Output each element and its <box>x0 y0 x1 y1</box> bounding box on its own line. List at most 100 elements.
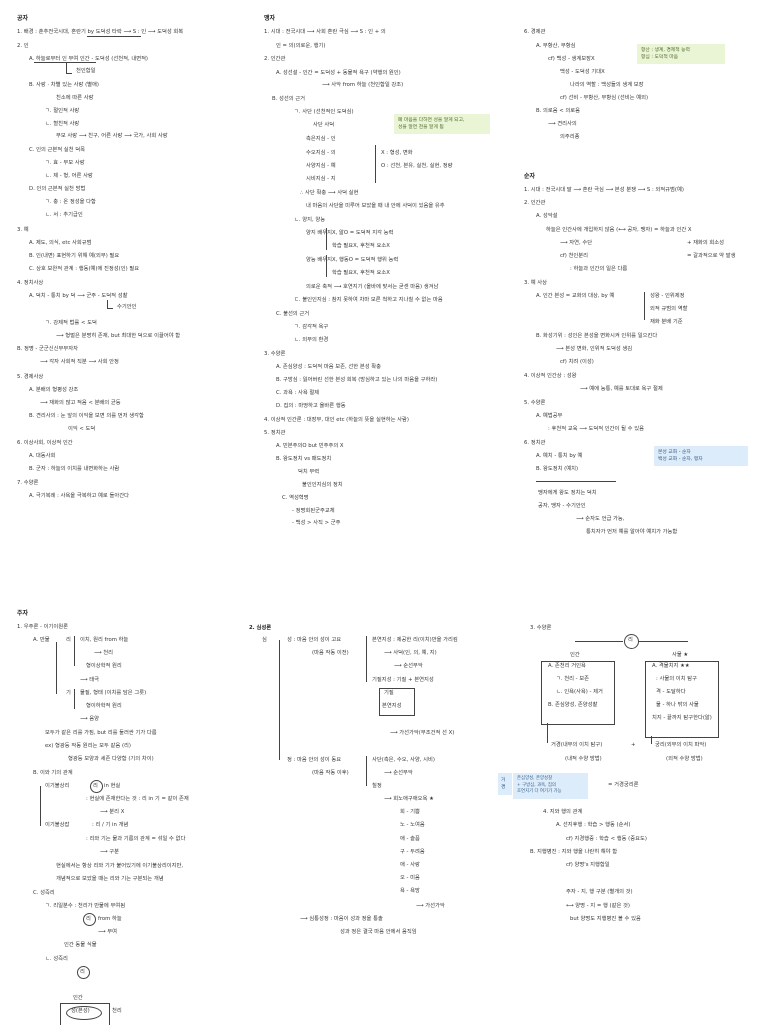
note-line: 6. 이상사회, 이상적 인간 <box>17 440 73 446</box>
note-line: 기질 <box>384 690 394 696</box>
note-line: 백성 - 도덕성 기대X <box>560 69 605 75</box>
note-line: ㄱ. 절인적 사랑 <box>45 108 80 114</box>
sticky-note-tag: 거 경 <box>498 773 512 796</box>
note-line: B. 인(내면) 표현하기 위해 예(외부) 필요 <box>29 253 120 259</box>
note-line: 3. 수양론 <box>264 351 286 357</box>
note-line: C. 성즉리 <box>33 890 55 896</box>
note-line: ⟶ 순선무악 <box>394 663 423 669</box>
section-title: 3. 수양론 <box>530 625 552 631</box>
note-line: (마음 작동 이전) <box>312 650 349 656</box>
sticky-note-line: 경 <box>501 785 506 791</box>
section-title: 공자 <box>17 15 29 22</box>
note-line: 리 <box>66 637 71 643</box>
note-line: ㄴ. 양지, 양능 <box>294 217 326 223</box>
sticky-note-line: + 구방심, 과욕, 집의 <box>517 782 556 788</box>
note-line: B. 존심양성, 존양성찰 <box>548 702 598 708</box>
note-line: 외적 규범의 역할 <box>650 306 688 312</box>
note-line: 인간 동물 식물 <box>64 942 97 948</box>
note-line: 하늘은 인간사에 개입하지 않음 (⟷ 공자, 맹자) = 하늘과 인간 X <box>546 227 692 233</box>
sticky-note: 존심양성, 존양성찰 + 구방심, 과욕, 집의 호연지기 다 여기가 가능 <box>513 773 588 799</box>
note-line: A. 성악설 <box>536 213 558 219</box>
note-line: 부모 사랑 ⟶ 친구, 어른 사랑 ⟶ 국가, 사회 사랑 <box>56 133 168 139</box>
note-line: 거경(내부의 이치 탐구) <box>551 742 603 748</box>
note-line: ⟶ 가선가악(무조건적 선 X) <box>390 730 455 736</box>
note-line: B. 군자 : 하늘의 이치를 내면화하는 사람 <box>29 466 120 472</box>
note-line: ∴ 사단 확충 ⟶ 사덕 실현 <box>300 190 359 196</box>
note-line: 애 - 사랑 <box>400 862 420 868</box>
note-line: 3. 예 <box>17 227 29 233</box>
note-line: ⟶ 순선무악 <box>384 770 413 776</box>
note-line: 이기불상잡 <box>45 822 70 828</box>
note-line: 구 - 두려움 <box>400 849 425 855</box>
note-line: 사단(측은, 수오, 사양, 시비) <box>372 757 435 763</box>
note-line: 이기불상리 <box>45 783 70 789</box>
note-line: A. 존천리 거인욕 <box>548 663 586 669</box>
note-line: ㄴ. 제 - 형, 어른 사랑 <box>45 173 93 179</box>
note-line: 4. 정치사상 <box>17 280 44 286</box>
note-line: 격 - 도달하다 <box>656 689 686 695</box>
note-line: ⟶ 가선가악 <box>416 903 445 909</box>
note-line: 애 - 슬픔 <box>400 836 420 842</box>
section-title: 맹자 <box>264 15 276 22</box>
note-line: : 리와 기는 물과 기름의 관계 = 섞일 수 없다 <box>86 836 186 842</box>
note-line: X : 형성, 변화 <box>381 150 413 156</box>
note-line: D. 인의 근본적 실천 방법 <box>29 186 86 192</box>
note-line: B. 견리사의 : 눈 앞의 이익을 보면 의를 먼저 생각함 <box>29 413 144 419</box>
note-line: = 거경궁리론 <box>608 782 639 788</box>
note-line: 형이상학적 원리 <box>86 663 122 669</box>
note-line: 측은지심 - 인 <box>306 136 336 142</box>
note-line: : 현실에 존재한다는 것 : 리 in 기 = 같이 존재 <box>86 796 189 802</box>
sticky-note-line: 백성 교화 - 순자, 맹자 <box>658 457 703 463</box>
note-line: 불인인지심의 정치 <box>302 482 343 488</box>
note-line: 성과 정은 결국 마음 안에서 움직임 <box>340 929 417 935</box>
note-line: ex) 형광등 작동 원리는 모두 같음 (리) <box>45 743 131 749</box>
note-line: 노 - 노여움 <box>400 822 425 828</box>
note-line: A. 극기복례 : 사욕을 극복하고 예로 돌아간다 <box>29 493 129 499</box>
note-line: in 현실 <box>104 783 121 789</box>
right-box <box>645 661 719 738</box>
note-line: 리 <box>86 916 91 922</box>
note-line: ㄷ. 불인인지심 : 참지 못하여 차마 모른 척하고 지나칠 수 없는 마음 <box>294 297 443 303</box>
note-line: B. 이와 기의 관계 <box>33 770 73 776</box>
note-line: 시비지심 - 지 <box>306 176 336 182</box>
note-line: ⟶ 사악 from 하늘 (천인합일 강조) <box>322 82 404 88</box>
note-line: 나라의 역할 : 백성들의 생계 보장 <box>570 82 644 88</box>
sticky-note-line: 거 <box>501 778 506 783</box>
note-line: 맹자에게 왕도 정치는 덕치 <box>538 490 597 496</box>
note-line: 형이하학적 원리 <box>86 703 122 709</box>
note-line: 공자, 맹자 - 수기안인 <box>538 503 586 509</box>
note-line: 성왕 - 인위제정 <box>650 293 685 299</box>
note-line: 리 <box>80 969 85 975</box>
sticky-note-line: 폐 마음을 다하면 성을 알게 되고, <box>398 118 465 123</box>
note-line: ⟶ 부여 <box>98 929 118 935</box>
note-line: 7. 수양론 <box>17 480 39 486</box>
note-line: 5. 경제사상 <box>17 374 44 380</box>
note-line: ㄱ. 사단 (선천적인 도덕심) <box>294 109 354 115</box>
note-line: (마음 작동 이후) <box>312 770 349 776</box>
note-line: D. 집의 : 마땅하고 옳바른 행동 <box>276 403 346 409</box>
note-line: A. 덕치 - 통치 by 덕 ⟶ 군주 - 도덕적 성찰 <box>29 293 128 299</box>
sticky-note-line: 존심양성, 존양성찰 <box>517 776 553 781</box>
note-line: B. 화성기위 : 성인은 본성을 변화시켜 인위를 일으킨다 <box>536 333 658 339</box>
note-line: 의주리종 <box>560 134 580 140</box>
note-line: 물 - 하나 밖의 사물 <box>656 702 699 708</box>
note-line: C. 과욕 : 사욕 절제 <box>276 390 320 396</box>
note-line: 6. 경제관 <box>524 29 546 35</box>
note-line: 사물 ★ <box>672 652 689 658</box>
note-line: cf) 지경행중 : 학습 < 행동 (중요도) <box>566 836 647 842</box>
note-line: from 하늘 <box>98 916 122 922</box>
sticky-note-line: 항심 : 도덕적 마음 <box>641 55 679 61</box>
note-line: 1. 시대 : 전국시대 말 ⟶ 혼란 극심 ⟶ 본성 분쟁 ⟶ S : 외적규… <box>524 187 684 193</box>
note-line: 인간 <box>570 652 580 658</box>
note-line: ㄱ. 충 : 온 정성을 다함 <box>45 199 96 205</box>
note-line: A. 성선설 - 인간 = 도덕성 + 동물적 욕구 (약행의 원인) <box>276 70 401 76</box>
note-line: 내 마음의 사단을 미루어 보았을 때 내 안에 사덕이 있음을 유추 <box>306 203 445 209</box>
note-line: 수오지심 - 의 <box>306 150 336 156</box>
note-line: 현실에서는 항상 리와 기가 붙어있기에 이기불상리이지만, <box>56 863 184 869</box>
note-line: 1. 시대 : 전국시대 ⟶ 사회 혼란 극심 ⟶ S : 인 + 의 <box>264 29 386 35</box>
note-line: B. 왕도정치 (예치) <box>536 466 579 472</box>
note-line: cf) 천인분리 <box>560 253 589 259</box>
note-line: ⟶ 음양 <box>80 716 100 722</box>
note-line: 성(본성) <box>71 1008 90 1014</box>
note-line: : 후천적 교육 ⟶ 도덕적 인간이 될 수 있음 <box>548 426 644 432</box>
